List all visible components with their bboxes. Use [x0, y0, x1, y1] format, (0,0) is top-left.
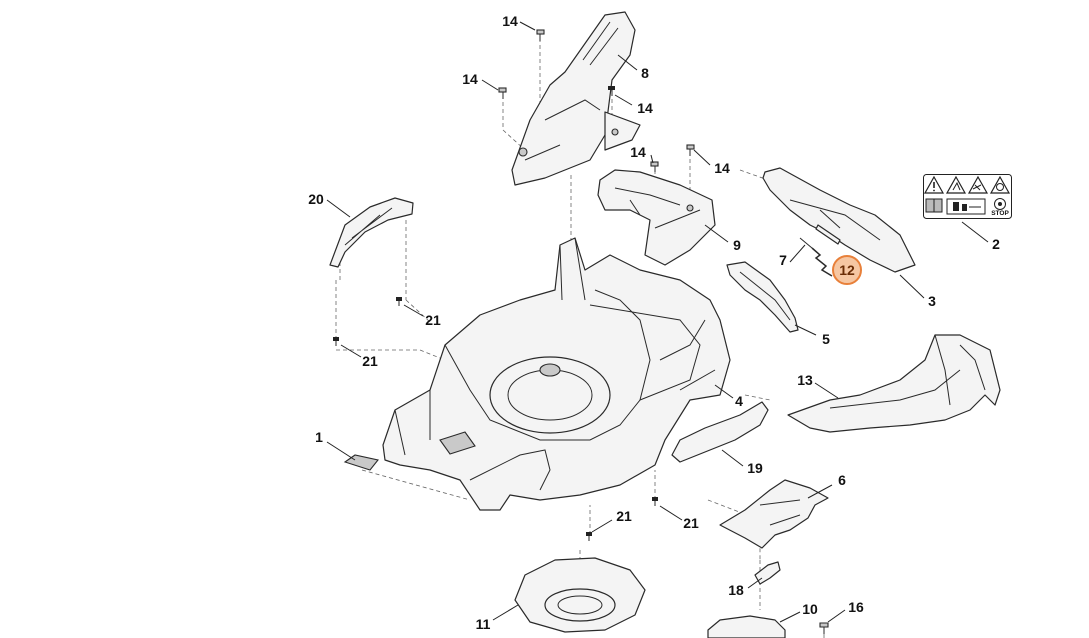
part-16-screw[interactable]	[819, 622, 829, 634]
callout-21-left[interactable]: 21	[362, 353, 378, 369]
callout-13[interactable]: 13	[797, 372, 813, 388]
part-4-mower-deck[interactable]	[382, 237, 731, 511]
callout-18[interactable]: 18	[728, 582, 744, 598]
part-10-housing[interactable]	[707, 615, 786, 638]
manual-icon	[925, 198, 943, 213]
thrown-objects-icon	[945, 175, 967, 194]
part-20-side-guard[interactable]	[329, 197, 414, 268]
callout-2[interactable]: 2	[992, 236, 1000, 252]
screw-21-c[interactable]	[586, 532, 592, 541]
callout-5[interactable]: 5	[822, 331, 830, 347]
part-5-hinge-bracket[interactable]	[726, 261, 799, 333]
callout-7[interactable]: 7	[779, 252, 787, 268]
callout-6[interactable]: 6	[838, 472, 846, 488]
callout-14-left[interactable]: 14	[462, 71, 478, 87]
part-3-grass-flap[interactable]	[762, 167, 916, 273]
callout-9[interactable]: 9	[733, 237, 741, 253]
callout-1[interactable]: 1	[315, 429, 323, 445]
screw-14-c[interactable]	[608, 86, 615, 96]
warning-decal-graphic	[923, 174, 1012, 219]
part-6-plate[interactable]	[719, 479, 829, 549]
screw-14-b[interactable]	[498, 87, 507, 99]
screw-14-a[interactable]	[536, 29, 545, 41]
blade-hazard-icon	[967, 175, 989, 194]
callout-16[interactable]: 16	[848, 599, 864, 615]
callout-14-bracket[interactable]: 14	[630, 144, 646, 160]
callout-14-mid[interactable]: 14	[637, 100, 653, 116]
part-7-spring[interactable]	[799, 237, 833, 277]
part-19-trim-strip[interactable]	[671, 401, 769, 463]
stop-icon	[994, 198, 1006, 210]
part-13-discharge-chute[interactable]	[787, 334, 1001, 433]
callout-12-highlighted[interactable]: 12	[832, 255, 862, 285]
screw-21-a[interactable]	[396, 297, 402, 306]
part-11-blade-cover[interactable]	[514, 557, 646, 633]
part-2-warning-decal[interactable]: STOP	[923, 174, 1012, 219]
callout-21-upper[interactable]: 21	[425, 312, 441, 328]
callout-4[interactable]: 4	[735, 393, 743, 409]
callout-14-top[interactable]: 14	[502, 13, 518, 29]
callout-8[interactable]: 8	[641, 65, 649, 81]
callout-21-bottom-right[interactable]: 21	[683, 515, 699, 531]
callout-19[interactable]: 19	[747, 460, 763, 476]
callout-11[interactable]: 11	[475, 616, 491, 632]
leader-lines	[326, 21, 989, 623]
callout-14-right[interactable]: 14	[714, 160, 730, 176]
part-12-pin[interactable]	[815, 224, 841, 245]
callout-21-bottom-left[interactable]: 21	[616, 508, 632, 524]
screw-14-d[interactable]	[650, 161, 659, 172]
callout-10[interactable]: 10	[802, 601, 818, 617]
screw-21-d[interactable]	[652, 497, 658, 506]
disconnect-icon	[946, 198, 986, 215]
callout-3[interactable]: 3	[928, 293, 936, 309]
part-8-handle-bracket[interactable]	[511, 11, 641, 186]
keep-distance-icon	[989, 175, 1011, 194]
screw-21-b[interactable]	[333, 337, 339, 346]
part-9-handle-mount[interactable]	[597, 169, 716, 266]
warning-triangle-icon	[923, 175, 945, 194]
stop-label: STOP	[991, 210, 1009, 217]
callout-20[interactable]: 20	[308, 191, 324, 207]
screw-14-e[interactable]	[686, 144, 695, 156]
